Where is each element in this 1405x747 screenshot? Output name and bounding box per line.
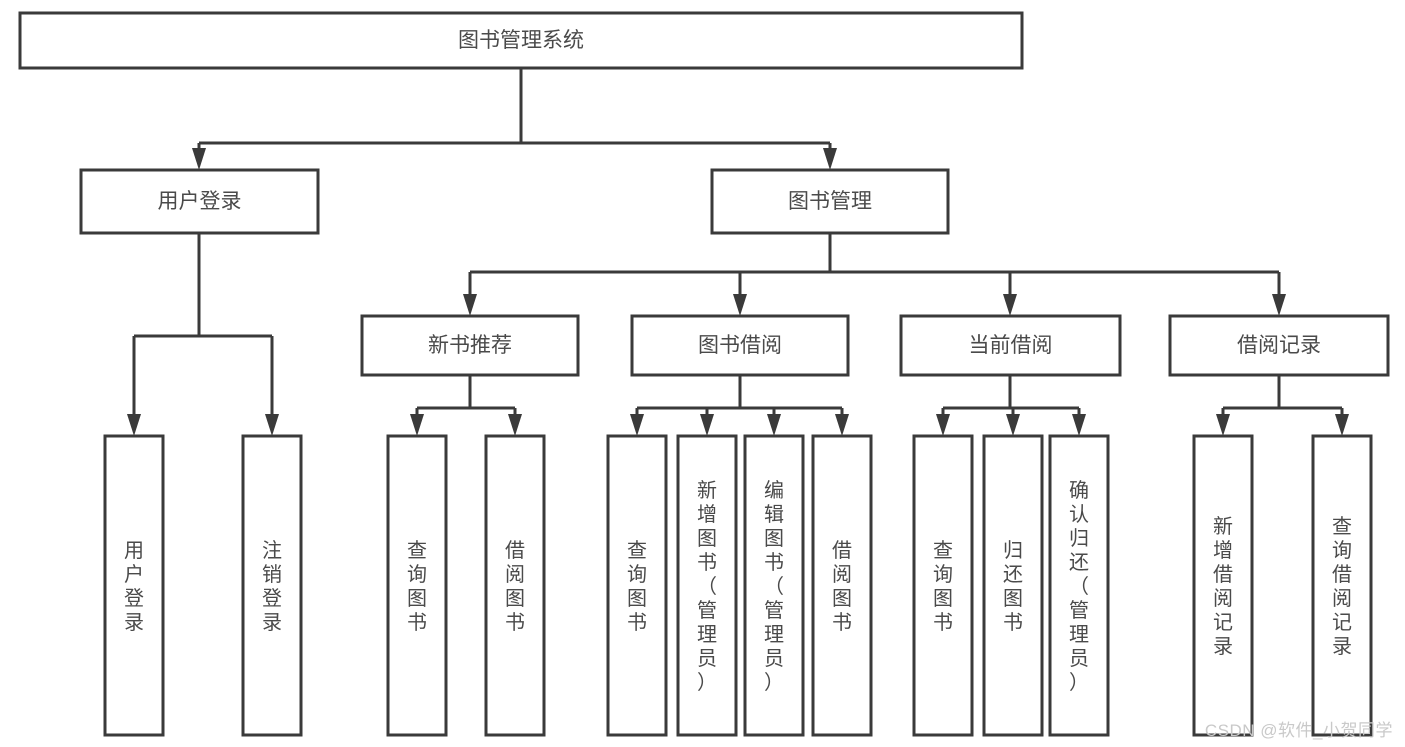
node-leaf-查询图书[interactable]: 查询图书 (386, 434, 448, 737)
node-leaf-注销登录[interactable]: 注销登录 (241, 434, 303, 737)
node-leaf-归还图书[interactable]: 归还图书 (982, 434, 1044, 737)
node-level2-图书管理[interactable]: 图书管理 (710, 168, 950, 235)
arrow-head-icon (1272, 294, 1286, 316)
node-label: 查询借阅记录 (1332, 515, 1352, 658)
arrow-head-icon (823, 148, 837, 170)
node-leaf-用户登录[interactable]: 用户登录 (103, 434, 165, 737)
node-box[interactable] (360, 314, 580, 377)
arrow-head-icon (410, 414, 424, 436)
arrow-head-icon (265, 414, 279, 436)
arrow-head-icon (463, 294, 477, 316)
node-leaf-编辑图书管理员[interactable]: 编辑图书（管理员） (743, 434, 805, 737)
node-box[interactable] (386, 434, 448, 737)
node-label: 查询图书 (933, 539, 953, 634)
node-label: 新增图书（管理员） (697, 479, 717, 694)
node-label: 查询图书 (627, 539, 647, 634)
node-leaf-借阅图书[interactable]: 借阅图书 (484, 434, 546, 737)
node-box[interactable] (899, 314, 1122, 377)
node-box[interactable] (1168, 314, 1390, 377)
node-level3-借阅记录[interactable]: 借阅记录 (1168, 314, 1390, 377)
node-root-图书管理系统[interactable]: 图书管理系统 (18, 11, 1024, 70)
connectors-layer (127, 68, 1349, 436)
node-label: 借阅图书 (832, 539, 852, 634)
connector-group-borrow-to-leaves (630, 375, 849, 436)
node-leaf-查询图书[interactable]: 查询图书 (606, 434, 668, 737)
arrow-head-icon (936, 414, 950, 436)
node-label: 图书管理系统 (458, 29, 584, 52)
node-level2-用户登录[interactable]: 用户登录 (79, 168, 320, 235)
node-leaf-新增借阅记录[interactable]: 新增借阅记录 (1192, 434, 1254, 737)
node-box[interactable] (79, 168, 320, 235)
node-leaf-查询借阅记录[interactable]: 查询借阅记录 (1311, 434, 1373, 737)
node-leaf-新增图书管理员[interactable]: 新增图书（管理员） (676, 434, 738, 737)
arrow-head-icon (127, 414, 141, 436)
node-label: 图书管理 (788, 190, 872, 213)
arrow-head-icon (630, 414, 644, 436)
arrow-head-icon (192, 148, 206, 170)
node-label: 查询图书 (407, 539, 427, 634)
node-box[interactable] (1311, 434, 1373, 737)
connector-group-record-to-leaves (1216, 375, 1349, 436)
node-box[interactable] (103, 434, 165, 737)
node-label: 新书推荐 (428, 334, 512, 357)
arrow-head-icon (733, 294, 747, 316)
node-leaf-查询图书[interactable]: 查询图书 (912, 434, 974, 737)
arrow-head-icon (700, 414, 714, 436)
node-label: 注销登录 (262, 539, 282, 634)
connector-group-new-book-to-leaves (410, 375, 522, 436)
node-leaf-确认归还管理员[interactable]: 确认归还（管理员） (1048, 434, 1110, 737)
node-label: 当前借阅 (969, 334, 1053, 357)
arrow-head-icon (1006, 414, 1020, 436)
node-label: 归还图书 (1003, 539, 1023, 634)
node-box[interactable] (811, 434, 873, 737)
arrow-head-icon (1003, 294, 1017, 316)
node-box[interactable] (1048, 434, 1110, 737)
arrow-head-icon (1335, 414, 1349, 436)
node-label: 用户登录 (124, 540, 144, 634)
node-box[interactable] (18, 11, 1024, 70)
node-box[interactable] (743, 434, 805, 737)
arrow-head-icon (1072, 414, 1086, 436)
arrow-head-icon (1216, 414, 1230, 436)
arrow-head-icon (508, 414, 522, 436)
node-box[interactable] (982, 434, 1044, 737)
node-box[interactable] (241, 434, 303, 737)
node-level3-新书推荐[interactable]: 新书推荐 (360, 314, 580, 377)
connector-group-book-manage-to-level3 (463, 233, 1286, 316)
connector-group-current-borrow-to-leaves (936, 375, 1086, 436)
connector-group-user-login-to-leaves (127, 233, 279, 436)
arrow-head-icon (835, 414, 849, 436)
node-box[interactable] (630, 314, 850, 377)
node-box[interactable] (606, 434, 668, 737)
node-box[interactable] (484, 434, 546, 737)
node-label: 确认归还（管理员） (1069, 479, 1089, 694)
node-label: 借阅图书 (505, 539, 525, 634)
node-box[interactable] (710, 168, 950, 235)
node-level3-图书借阅[interactable]: 图书借阅 (630, 314, 850, 377)
node-leaf-借阅图书[interactable]: 借阅图书 (811, 434, 873, 737)
nodes-layer: 图书管理系统用户登录图书管理新书推荐图书借阅当前借阅借阅记录用户登录注销登录查询… (18, 11, 1390, 737)
node-level3-当前借阅[interactable]: 当前借阅 (899, 314, 1122, 377)
node-label: 用户登录 (158, 190, 242, 213)
node-label: 编辑图书（管理员） (764, 479, 784, 694)
node-box[interactable] (912, 434, 974, 737)
node-box[interactable] (676, 434, 738, 737)
node-box[interactable] (1192, 434, 1254, 737)
arrow-head-icon (767, 414, 781, 436)
connector-group-root-to-level2 (192, 68, 837, 170)
node-label: 借阅记录 (1237, 334, 1321, 357)
node-label: 新增借阅记录 (1213, 515, 1233, 658)
node-label: 图书借阅 (698, 334, 782, 357)
